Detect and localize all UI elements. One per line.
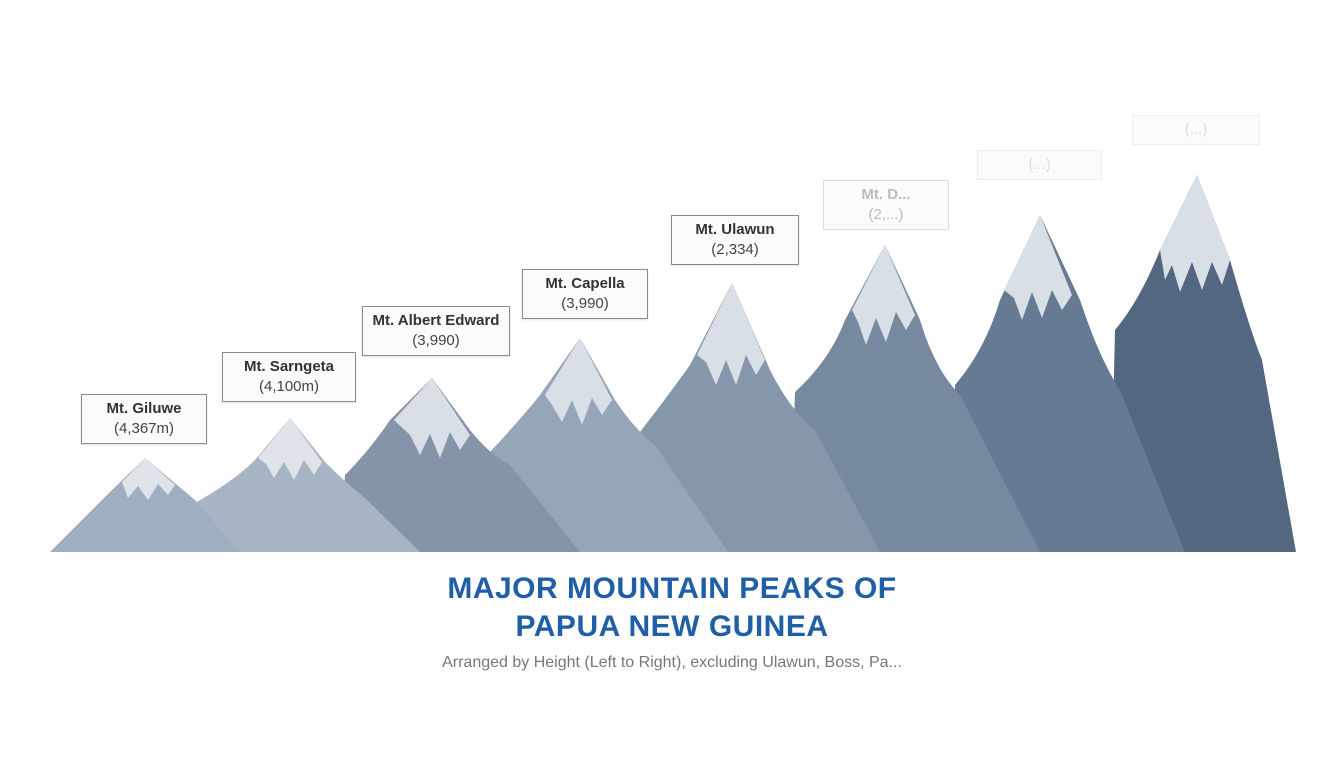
snow-7: [1004, 215, 1072, 320]
snow-2: [258, 418, 322, 480]
peak-label-7: (...): [977, 150, 1102, 180]
peak-label-5: Mt. Ulawun (2,334): [671, 215, 799, 265]
snow-8: [1160, 175, 1230, 292]
mountain-5: [638, 283, 880, 552]
peak-name: Mt. Giluwe: [106, 400, 182, 417]
peak-label-8: (...): [1132, 115, 1260, 145]
peak-name: Mt. Albert Edward: [372, 312, 500, 329]
ground: [40, 552, 1305, 556]
peak-height: (...): [1028, 156, 1051, 173]
title-line-2: PAPUA NEW GUINEA: [515, 610, 829, 643]
peak-height: (2,334): [711, 241, 759, 258]
mountain-1: [50, 458, 240, 552]
title-block: MAJOR MOUNTAIN PEAKS OF PAPUA NEW GUINEA…: [0, 570, 1344, 672]
mountain-7: [950, 215, 1185, 552]
peak-height: (3,990): [412, 332, 460, 349]
peak-label-6: Mt. D... (2,...): [823, 180, 949, 230]
peak-height: (...): [1184, 121, 1208, 138]
snow-5: [697, 283, 765, 385]
title-line-1: MAJOR MOUNTAIN PEAKS OF: [447, 572, 897, 605]
peak-name: Mt. D...: [861, 186, 911, 203]
peak-height: (2,...): [868, 206, 904, 223]
peak-name: Mt. Capella: [545, 275, 625, 292]
snow-4: [545, 338, 612, 425]
snow-1: [122, 458, 175, 500]
peak-label-1: Mt. Giluwe (4,367m): [81, 394, 207, 444]
subtitle: Arranged by Height (Left to Right), excl…: [442, 654, 902, 671]
snow-3: [394, 378, 470, 458]
peak-label-4: Mt. Capella (3,990): [522, 269, 648, 319]
snow-6: [852, 245, 915, 345]
peak-name: Mt. Sarngeta: [243, 358, 334, 375]
peak-label-3: Mt. Albert Edward (3,990): [362, 306, 510, 356]
peak-height: (4,367m): [113, 420, 175, 437]
peak-label-2: Mt. Sarngeta (4,100m): [222, 352, 356, 402]
peak-height: (3,990): [561, 295, 609, 312]
peak-name: Mt. Ulawun: [695, 221, 775, 238]
mountain-8: [1110, 175, 1296, 552]
peak-height: (4,100m): [258, 378, 320, 395]
mountain-6: [790, 245, 1040, 552]
